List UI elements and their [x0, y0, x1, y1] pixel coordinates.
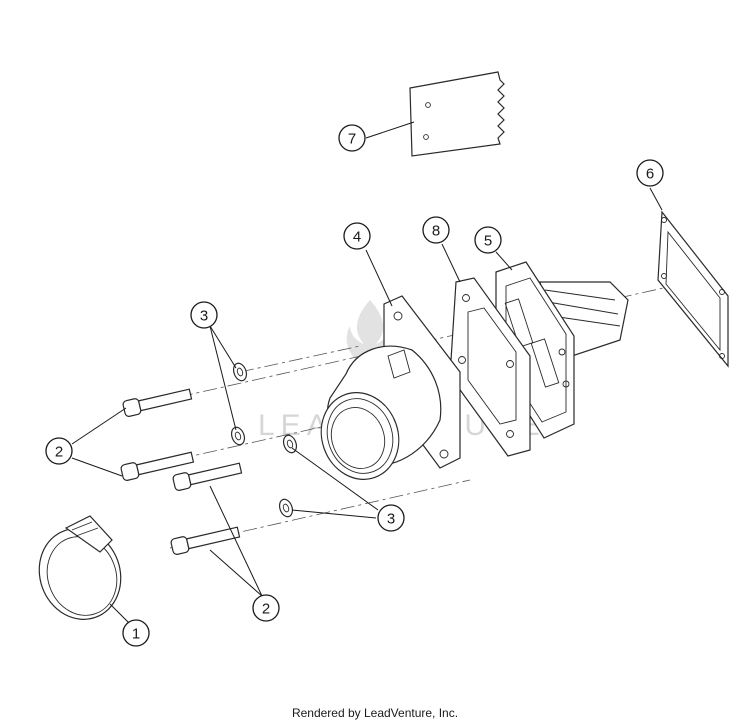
intake-manifold-part — [320, 295, 461, 480]
reed-gasket-part — [657, 210, 729, 368]
svg-text:4: 4 — [353, 229, 361, 246]
svg-text:7: 7 — [348, 131, 356, 148]
svg-text:8: 8 — [432, 223, 440, 240]
washer-parts — [230, 362, 298, 518]
svg-text:3: 3 — [200, 308, 208, 325]
svg-text:5: 5 — [484, 233, 492, 250]
svg-text:2: 2 — [55, 444, 63, 461]
bolt-parts — [120, 388, 243, 555]
reed-petal-part — [409, 71, 505, 157]
callout-1: 1 — [122, 619, 150, 647]
svg-text:1: 1 — [132, 626, 140, 643]
callout-6: 6 — [636, 159, 664, 187]
manifold-gasket-part — [449, 277, 531, 457]
callout-8: 8 — [422, 216, 450, 244]
svg-text:3: 3 — [387, 511, 395, 528]
render-credit: Rendered by LeadVenture, Inc. — [291, 706, 459, 720]
callout-2-upper: 2 — [45, 437, 73, 465]
callout-3-upper: 3 — [190, 301, 218, 329]
callout-5: 5 — [474, 226, 502, 254]
hose-clamp-part — [38, 515, 122, 620]
callout-4: 4 — [343, 222, 371, 250]
svg-text:2: 2 — [262, 601, 270, 618]
svg-text:6: 6 — [646, 166, 654, 183]
callout-7: 7 — [338, 124, 366, 152]
callout-2-lower: 2 — [252, 594, 280, 622]
leader-lines — [71, 121, 663, 623]
callout-3-lower: 3 — [377, 504, 405, 532]
